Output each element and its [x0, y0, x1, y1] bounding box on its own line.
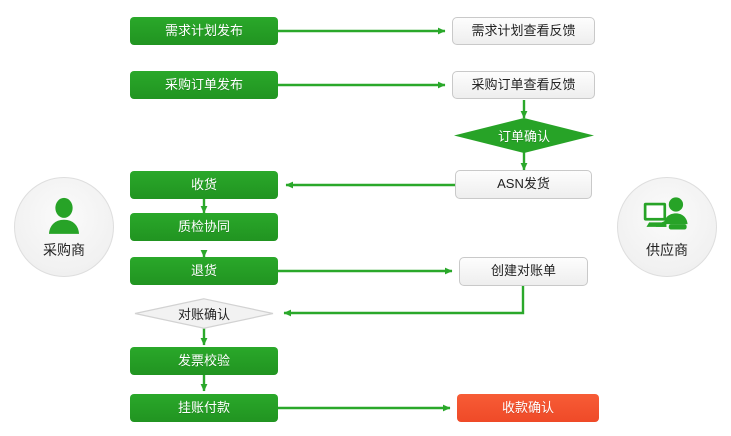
node-receive-goods[interactable]: 收货	[130, 171, 278, 199]
node-demand-plan-view-feedback[interactable]: 需求计划查看反馈	[452, 17, 595, 45]
node-receipt-confirm[interactable]: 收款确认	[457, 394, 599, 422]
node-purchase-order-view-feedback[interactable]: 采购订单查看反馈	[452, 71, 595, 99]
edge-n10-n11	[283, 286, 525, 317]
diamond-shape-plain	[134, 298, 274, 329]
node-return-goods[interactable]: 退货	[130, 257, 278, 285]
node-order-confirm[interactable]: 订单确认	[454, 118, 594, 153]
actor-supplier-label: 供应商	[646, 241, 688, 258]
user-icon	[38, 195, 90, 239]
node-purchase-order-publish[interactable]: 采购订单发布	[130, 71, 278, 99]
node-payment-posting[interactable]: 挂账付款	[130, 394, 278, 422]
user-at-computer-icon	[641, 195, 693, 239]
node-invoice-verification[interactable]: 发票校验	[130, 347, 278, 375]
node-create-statement[interactable]: 创建对账单	[459, 257, 588, 286]
actor-supplier[interactable]: 供应商	[617, 177, 717, 277]
actor-buyer-label: 采购商	[43, 241, 85, 258]
node-quality-inspection[interactable]: 质检协同	[130, 213, 278, 241]
diamond-shape-green	[454, 118, 594, 153]
node-asn-shipment[interactable]: ASN发货	[455, 170, 592, 199]
node-demand-plan-publish[interactable]: 需求计划发布	[130, 17, 278, 45]
actor-buyer[interactable]: 采购商	[14, 177, 114, 277]
node-statement-confirm[interactable]: 对账确认	[134, 298, 274, 329]
